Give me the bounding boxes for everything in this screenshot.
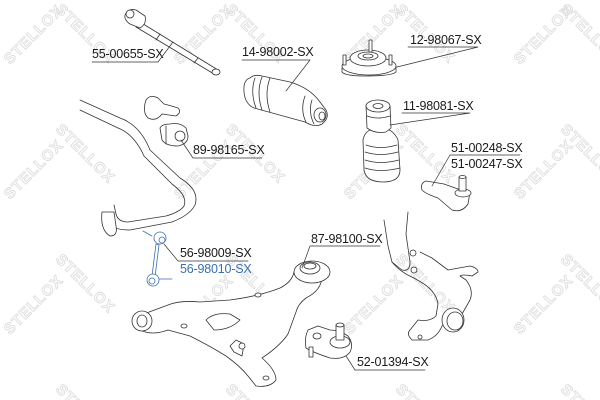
- steering-knuckle: [383, 211, 479, 341]
- label-control-arm-bushing[interactable]: 87-98100-SX: [311, 232, 383, 246]
- leader-lines: [91, 41, 521, 371]
- label-stabilizer-bushing[interactable]: 89-98165-SX: [193, 143, 265, 157]
- tie-rod-end-part[interactable]: [421, 175, 472, 212]
- strut-mount-part[interactable]: [341, 39, 397, 77]
- tie-rod-part[interactable]: [124, 9, 221, 76]
- control-arm-bushing-part[interactable]: [293, 260, 331, 284]
- stabilizer-bushing-part[interactable]: [144, 96, 189, 147]
- label-tie-rod[interactable]: 55-00655-SX: [92, 47, 164, 61]
- label-bump-stop-boot[interactable]: 11-98081-SX: [403, 99, 474, 113]
- label-strut-mount[interactable]: 12-98067-SX: [410, 33, 482, 47]
- stabilizer-link-part[interactable]: [142, 230, 173, 287]
- control-arm-part[interactable]: [131, 261, 323, 387]
- label-stabilizer-link-1[interactable]: 56-98009-SX: [180, 246, 252, 260]
- label-steering-boot[interactable]: 14-98002-SX: [242, 45, 314, 59]
- label-tie-rod-end-1[interactable]: 51-00248-SX: [451, 141, 523, 155]
- label-ball-joint[interactable]: 52-01394-SX: [357, 355, 429, 369]
- ball-joint-part[interactable]: [304, 322, 352, 359]
- stabilizer-bar: [79, 99, 197, 237]
- bump-stop-boot-part[interactable]: [362, 99, 401, 183]
- steering-boot-part[interactable]: [243, 74, 328, 126]
- label-stabilizer-link-2[interactable]: 56-98010-SX: [180, 262, 252, 276]
- label-tie-rod-end-2[interactable]: 51-00247-SX: [451, 157, 523, 171]
